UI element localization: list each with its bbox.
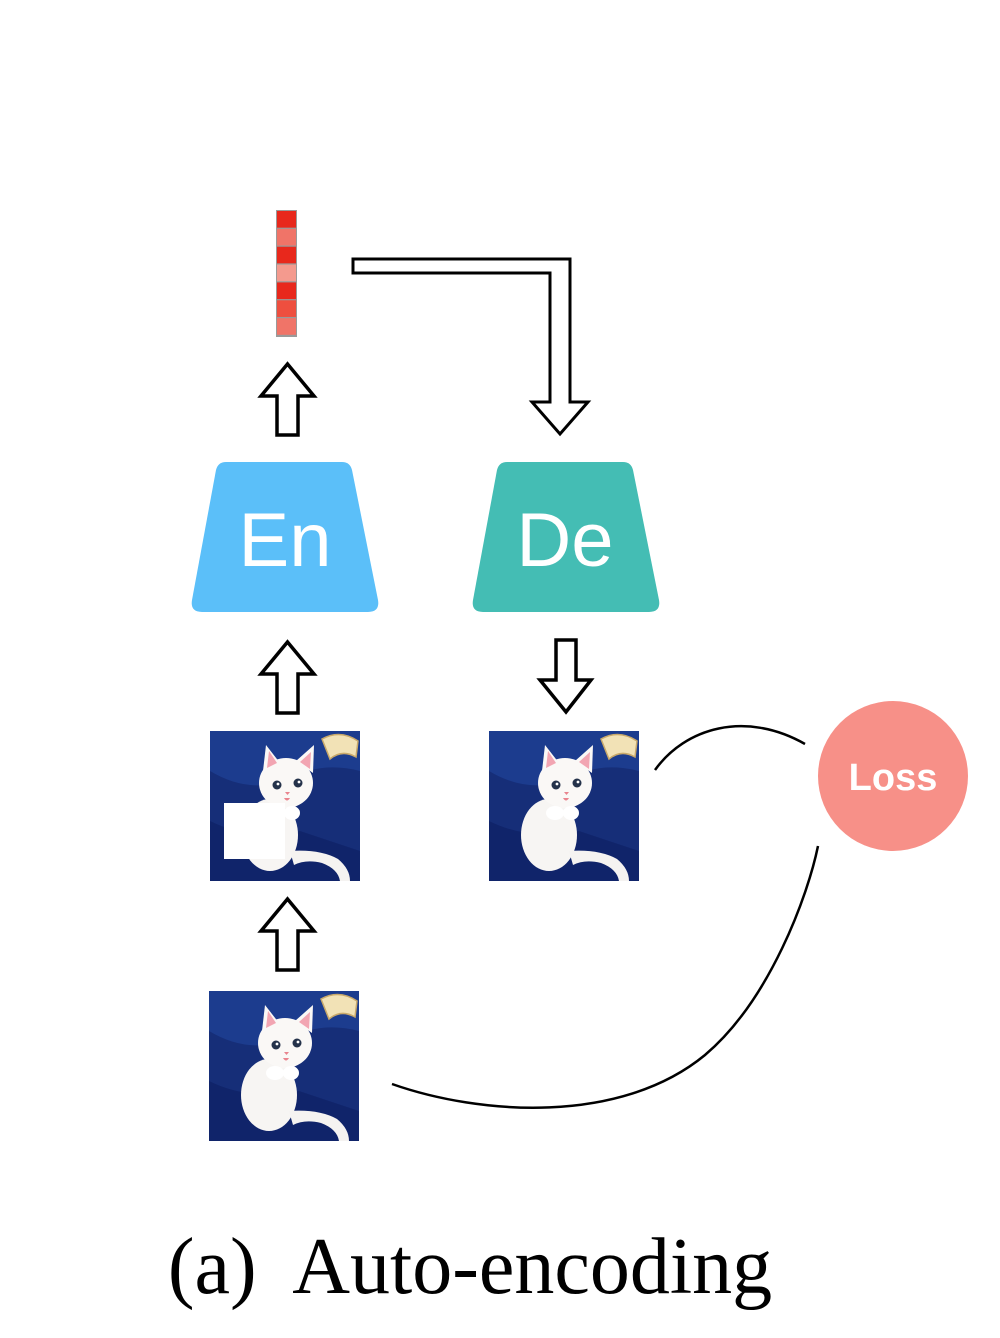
decoder-to-reconstruction-arrow <box>536 638 595 715</box>
reconstructed-image <box>488 730 640 882</box>
latent-cell <box>277 318 296 335</box>
reconstruction-to-loss-curve <box>653 724 806 771</box>
latent-to-decoder-arrow <box>351 257 592 437</box>
decoder-label: De <box>516 498 613 583</box>
decoder-block <box>472 462 660 612</box>
masked-input-image <box>209 730 361 882</box>
latent-cell <box>277 300 296 317</box>
loss-node <box>818 701 968 851</box>
encoder-block <box>191 462 379 612</box>
latent-vector <box>276 210 297 337</box>
latent-cell <box>277 246 296 264</box>
figure-caption: (a) Auto-encoding <box>167 1223 773 1311</box>
latent-cell <box>277 282 296 300</box>
encoder-to-latent-arrow <box>257 361 318 437</box>
input-to-loss-curve <box>391 845 820 1109</box>
input-to-masked-arrow <box>257 896 318 972</box>
latent-cell <box>277 264 296 282</box>
encoder-label: En <box>239 498 332 583</box>
latent-cell <box>277 211 296 228</box>
masked-to-encoder-arrow <box>257 639 318 715</box>
input-image <box>208 990 360 1142</box>
mask-patch <box>224 803 285 859</box>
latent-cell <box>277 228 296 246</box>
loss-label: Loss <box>849 757 938 799</box>
